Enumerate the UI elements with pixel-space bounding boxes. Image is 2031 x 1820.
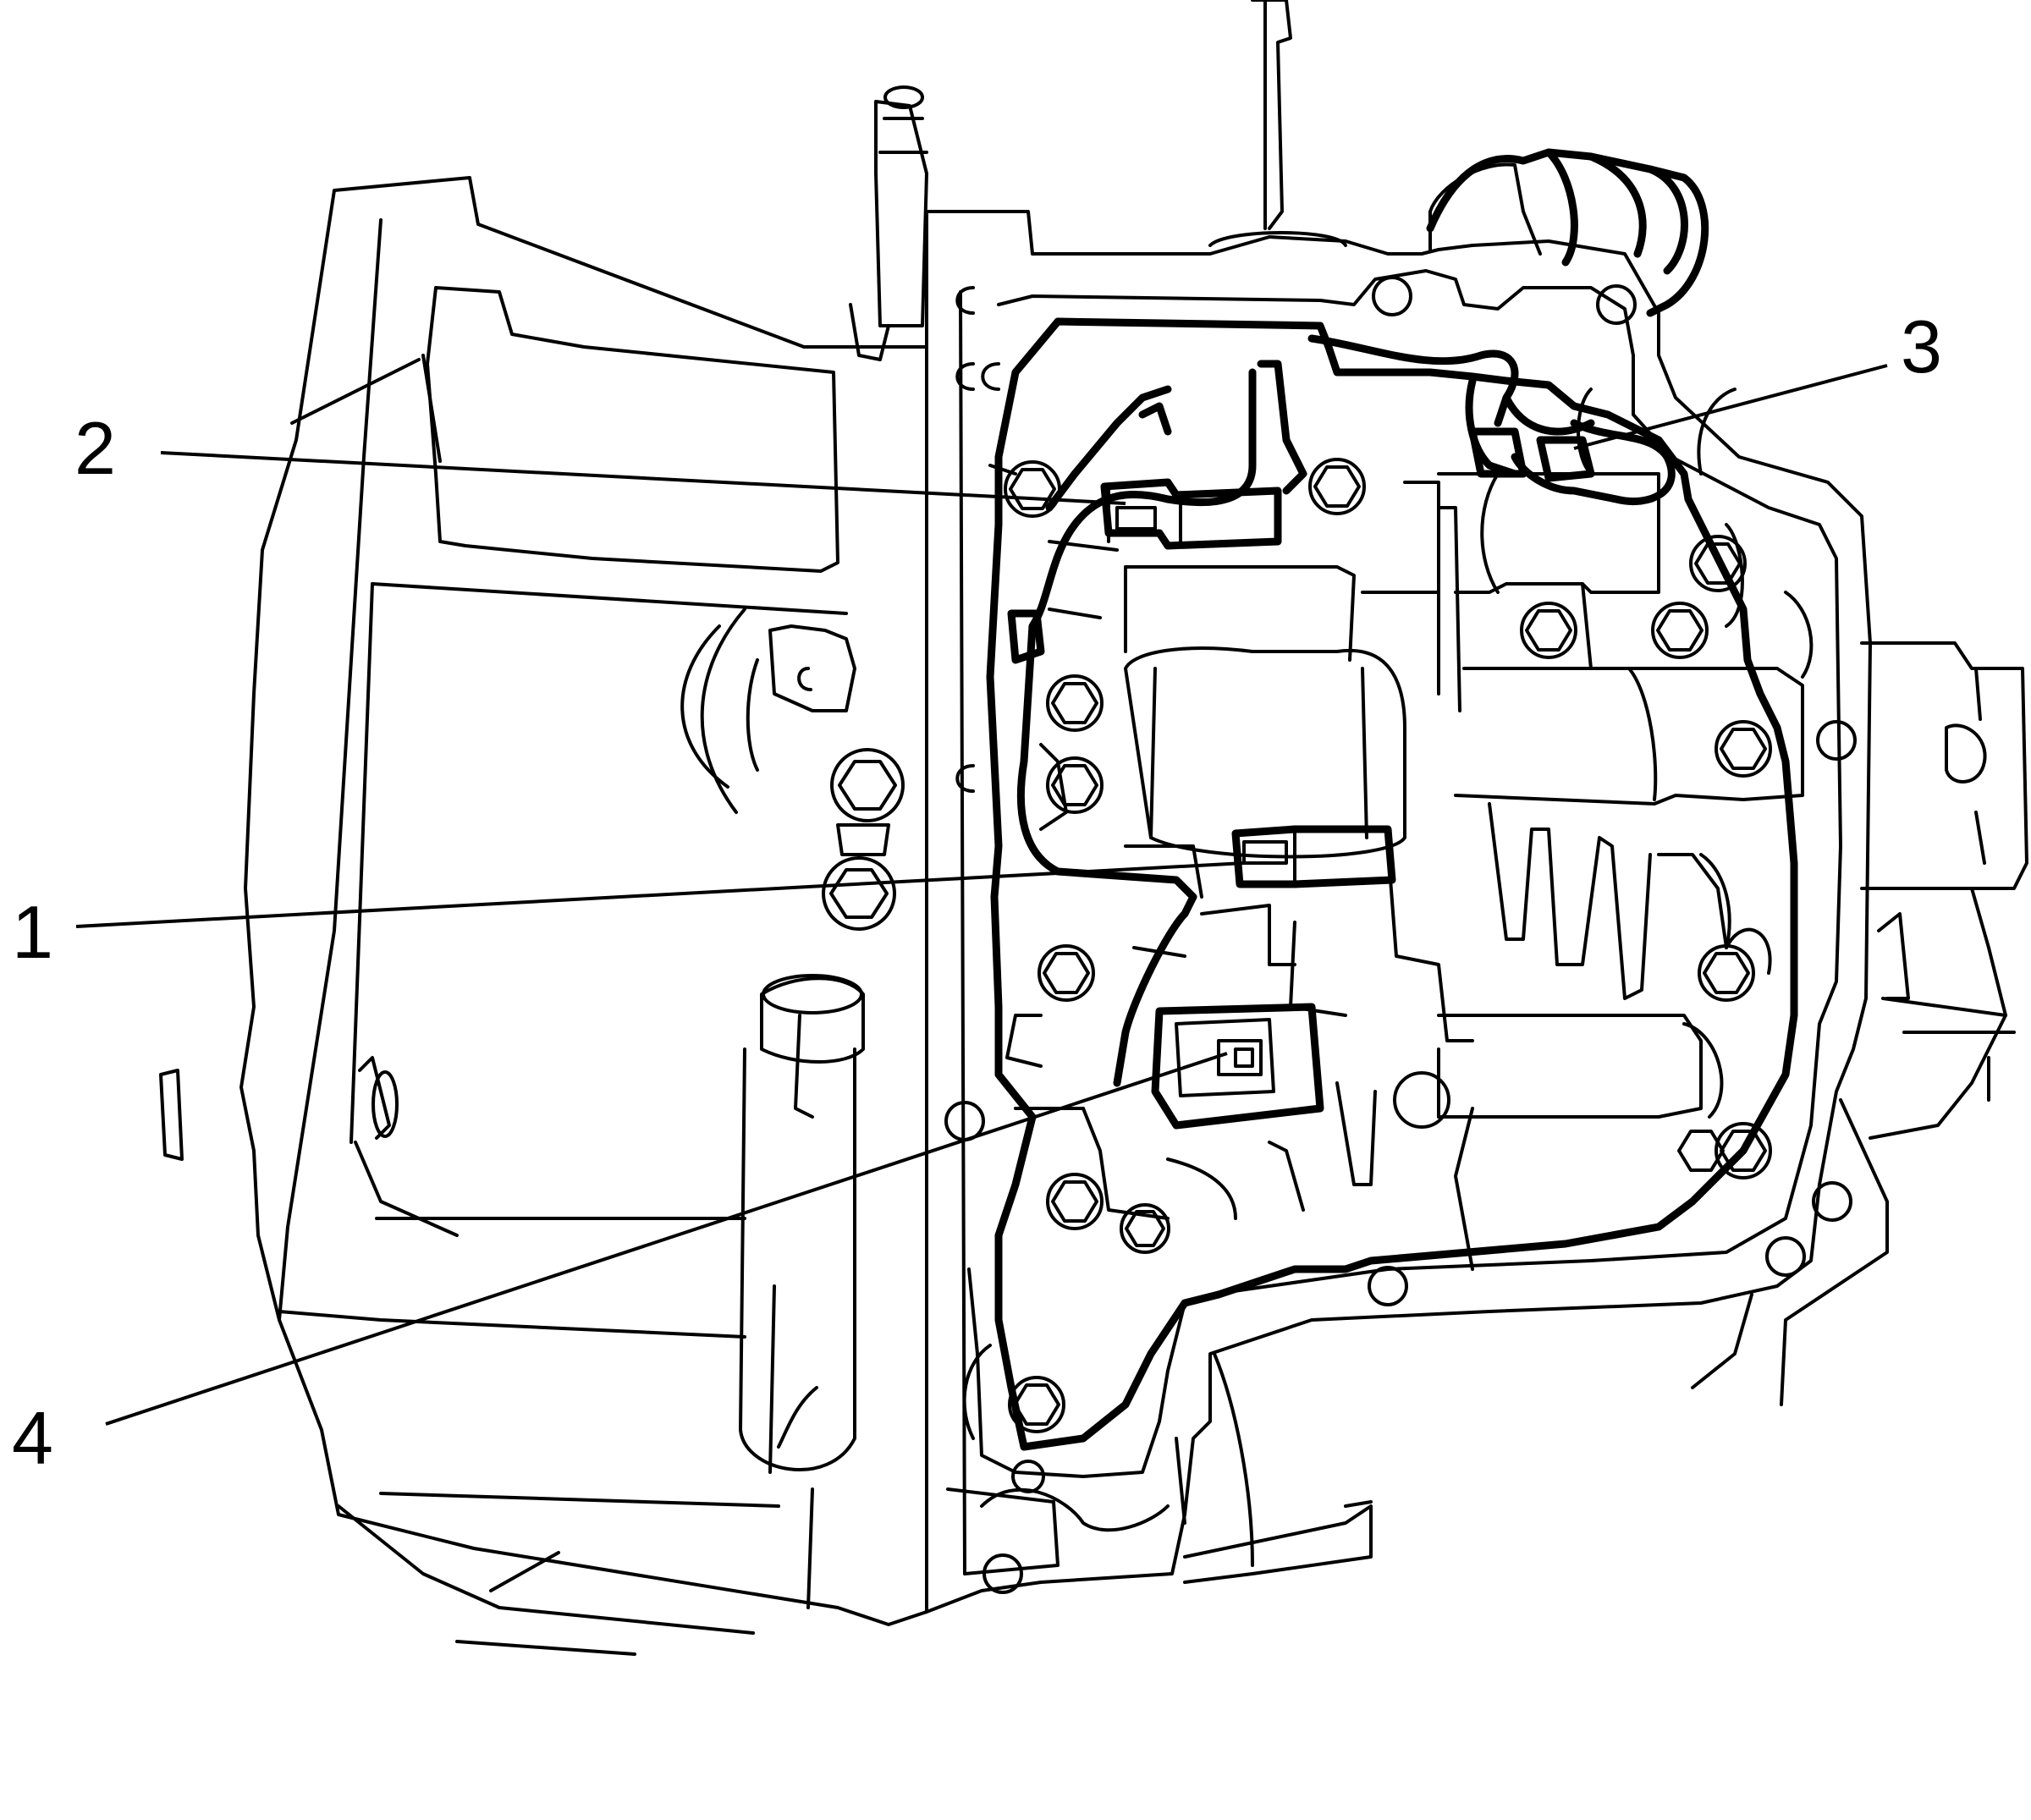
leader-line-3 [1573,364,1888,450]
callout-2: 2 [74,406,116,490]
leader-line-4 [105,1052,1228,1426]
wiring-harness [986,317,1798,1451]
leader-line-2 [160,451,1126,505]
leader-line-1 [75,861,1245,928]
right-housing [1208,0,2028,1406]
callouts: 1 2 3 4 [12,305,1942,1480]
callout-1: 1 [12,890,53,974]
transmission-case [159,85,928,1656]
callout-3: 3 [1901,305,1942,388]
valve-body-internals [988,388,1814,1433]
connectors [1100,427,1595,1130]
callout-4: 4 [12,1396,53,1480]
